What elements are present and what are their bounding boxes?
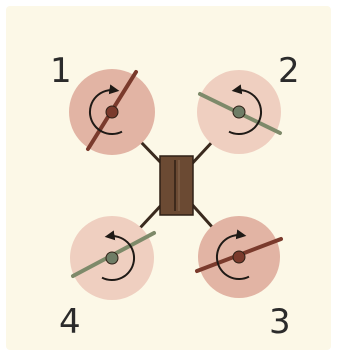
rotor-hub-2 xyxy=(233,106,245,118)
rotor-hub-3 xyxy=(233,251,245,263)
quadcopter-body xyxy=(160,156,193,215)
rotor-label-1: 1 xyxy=(50,51,72,91)
rotor-label-4: 4 xyxy=(59,302,81,342)
rotor-2 xyxy=(197,70,281,154)
rotor-label-3: 3 xyxy=(269,302,291,342)
rotor-hub-4 xyxy=(106,252,118,264)
rotor-1 xyxy=(69,69,155,155)
rotor-4 xyxy=(70,216,154,300)
rotor-label-2: 2 xyxy=(278,51,300,91)
rotor-hub-1 xyxy=(106,106,118,118)
